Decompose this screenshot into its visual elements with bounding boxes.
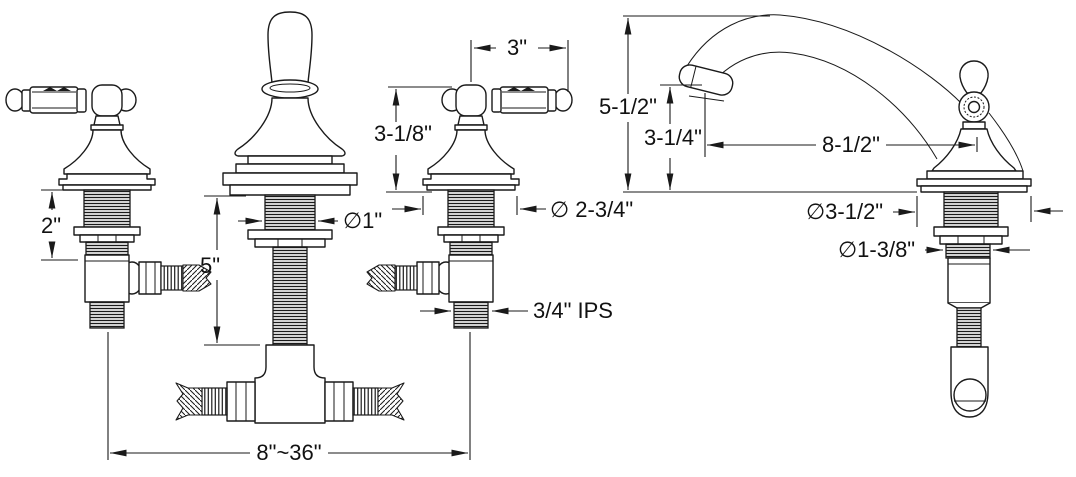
dim-base-dia: ∅3-1/2" — [806, 196, 1063, 227]
dim-label-3in: 3" — [507, 35, 527, 60]
dim-outlet-height: 3-1/4" — [644, 84, 702, 190]
right-view-tub-spout: 5-1/2" 3-1/4" 8-1/2" ∅3-1/2" — [599, 14, 1063, 418]
dim-label-2in: 2" — [41, 213, 61, 238]
dim-label-dia-1in: ∅1" — [343, 208, 382, 233]
left-valve-handle — [5, 84, 212, 329]
center-spout-front-view — [175, 11, 405, 424]
dim-handle-height: 3-1/8" — [374, 86, 452, 193]
dim-spout-shank-length: 5" — [200, 195, 260, 346]
dim-label-8-36in: 8"~36" — [256, 440, 321, 465]
dim-connection-size: 3/4" IPS — [420, 298, 613, 323]
dim-label-3-1-4in: 3-1/4" — [644, 125, 702, 150]
dim-label-dia-1-3-8in: ∅1-3/8" — [838, 237, 915, 262]
dim-label-5-1-2in: 5-1/2" — [599, 94, 657, 119]
dim-handle-base-dia: ∅ 2-3/4" — [392, 196, 633, 222]
tub-spout-body — [678, 14, 1024, 172]
tee-arm-left — [175, 381, 256, 422]
dim-spout-reach: 8-1/2" — [704, 93, 978, 157]
dim-label-3-1-8in: 3-1/8" — [374, 121, 432, 146]
dim-label-5in: 5" — [200, 253, 220, 278]
dim-handle-shank-height: 2" — [41, 189, 78, 261]
dim-spout-height: 5-1/2" — [599, 15, 770, 190]
dim-label-dia-2-3-4in: ∅ 2-3/4" — [550, 197, 633, 222]
dim-spread-range: 8"~36" — [107, 332, 471, 465]
dim-handle-length: 3" — [470, 35, 569, 92]
dim-spout-shank-dia: ∅1" — [238, 208, 382, 233]
dim-shank-dia: ∅1-3/8" — [838, 237, 1030, 262]
tub-handle — [916, 60, 1032, 193]
supply-tee — [254, 344, 326, 424]
dim-label-dia-3-1-2in: ∅3-1/2" — [806, 199, 883, 224]
tub-shank — [933, 191, 1009, 418]
dim-label-8-1-2in: 8-1/2" — [822, 132, 880, 157]
tee-arm-right — [324, 381, 405, 422]
left-view-widespread-faucet: 2" 5" ∅1" 3-1/8" — [5, 11, 633, 465]
dim-label-3-4-ips: 3/4" IPS — [533, 298, 613, 323]
